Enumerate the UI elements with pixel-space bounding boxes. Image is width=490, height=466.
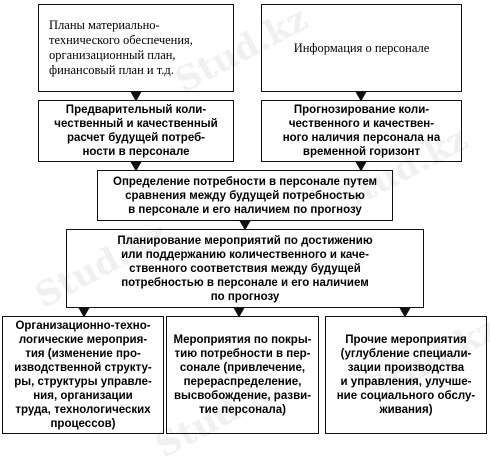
plans-box: Планы материально- технического обеспече… bbox=[38, 4, 234, 92]
coverage-measures-text: Мероприятия по покры- тию потребности в … bbox=[173, 334, 312, 416]
planning-box: Планирование мероприятий по достижению и… bbox=[66, 229, 424, 308]
needs-determination-text: Определение потребности в персонале путе… bbox=[113, 175, 377, 216]
plans-text: Планы материально- технического обеспече… bbox=[49, 18, 193, 77]
org-tech-measures-text: Организационно-техно- логические меропри… bbox=[14, 320, 152, 430]
personnel-info-box: Информация о персонале bbox=[261, 4, 462, 92]
forecast-box: Прогнозирование коли- чественного и каче… bbox=[261, 100, 462, 162]
preliminary-calc-text: Предварительный коли- чественный и качес… bbox=[54, 104, 218, 158]
personnel-info-text: Информация о персонале bbox=[293, 40, 430, 55]
other-measures-box: Прочие мероприятия (углубление специали-… bbox=[325, 316, 487, 434]
planning-text: Планирование мероприятий по достижению и… bbox=[117, 234, 373, 303]
forecast-text: Прогнозирование коли- чественного и каче… bbox=[282, 104, 441, 158]
preliminary-calc-box: Предварительный коли- чественный и качес… bbox=[38, 100, 234, 162]
org-tech-measures-box: Организационно-техно- логические меропри… bbox=[2, 316, 164, 434]
other-measures-text: Прочие мероприятия (углубление специали-… bbox=[336, 334, 476, 416]
connector-arrows bbox=[78, 91, 411, 318]
coverage-measures-box: Мероприятия по покры- тию потребности в … bbox=[166, 316, 319, 434]
needs-determination-box: Определение потребности в персонале путе… bbox=[97, 170, 393, 221]
